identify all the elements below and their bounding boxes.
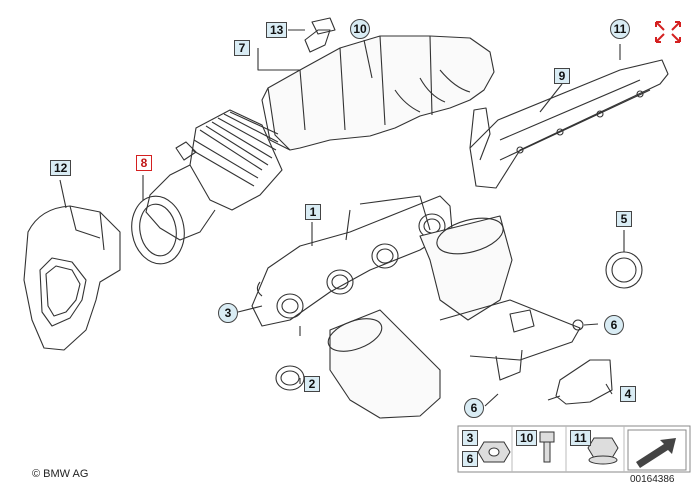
expand-arrows-icon <box>655 21 681 43</box>
label-7[interactable]: 7 <box>234 40 250 56</box>
label-10-top[interactable]: 10 <box>350 19 370 39</box>
label-9[interactable]: 9 <box>554 68 570 84</box>
collar-nut-icon <box>587 437 619 465</box>
label-6-bottom[interactable]: 6 <box>464 398 484 418</box>
nut-icon <box>477 441 511 463</box>
label-2[interactable]: 2 <box>304 376 320 392</box>
label-8[interactable]: 8 <box>136 155 152 171</box>
label-11-top[interactable]: 11 <box>610 19 630 39</box>
legend-label-10[interactable]: 10 <box>516 430 538 446</box>
next-page-arrow-icon <box>627 429 687 471</box>
label-6-right[interactable]: 6 <box>604 315 624 335</box>
label-12[interactable]: 12 <box>50 160 72 176</box>
legend-label-3[interactable]: 3 <box>462 430 478 446</box>
legend-label-11[interactable]: 11 <box>570 430 591 446</box>
diagram-number: 00164386 <box>630 474 675 485</box>
label-13[interactable]: 13 <box>266 22 288 38</box>
label-5[interactable]: 5 <box>616 211 632 227</box>
copyright-text: © BMW AG <box>32 468 89 480</box>
label-4[interactable]: 4 <box>620 386 636 402</box>
label-1[interactable]: 1 <box>305 204 321 220</box>
label-3[interactable]: 3 <box>218 303 238 323</box>
legend-label-6[interactable]: 6 <box>462 451 478 467</box>
bolt-icon <box>539 431 555 463</box>
